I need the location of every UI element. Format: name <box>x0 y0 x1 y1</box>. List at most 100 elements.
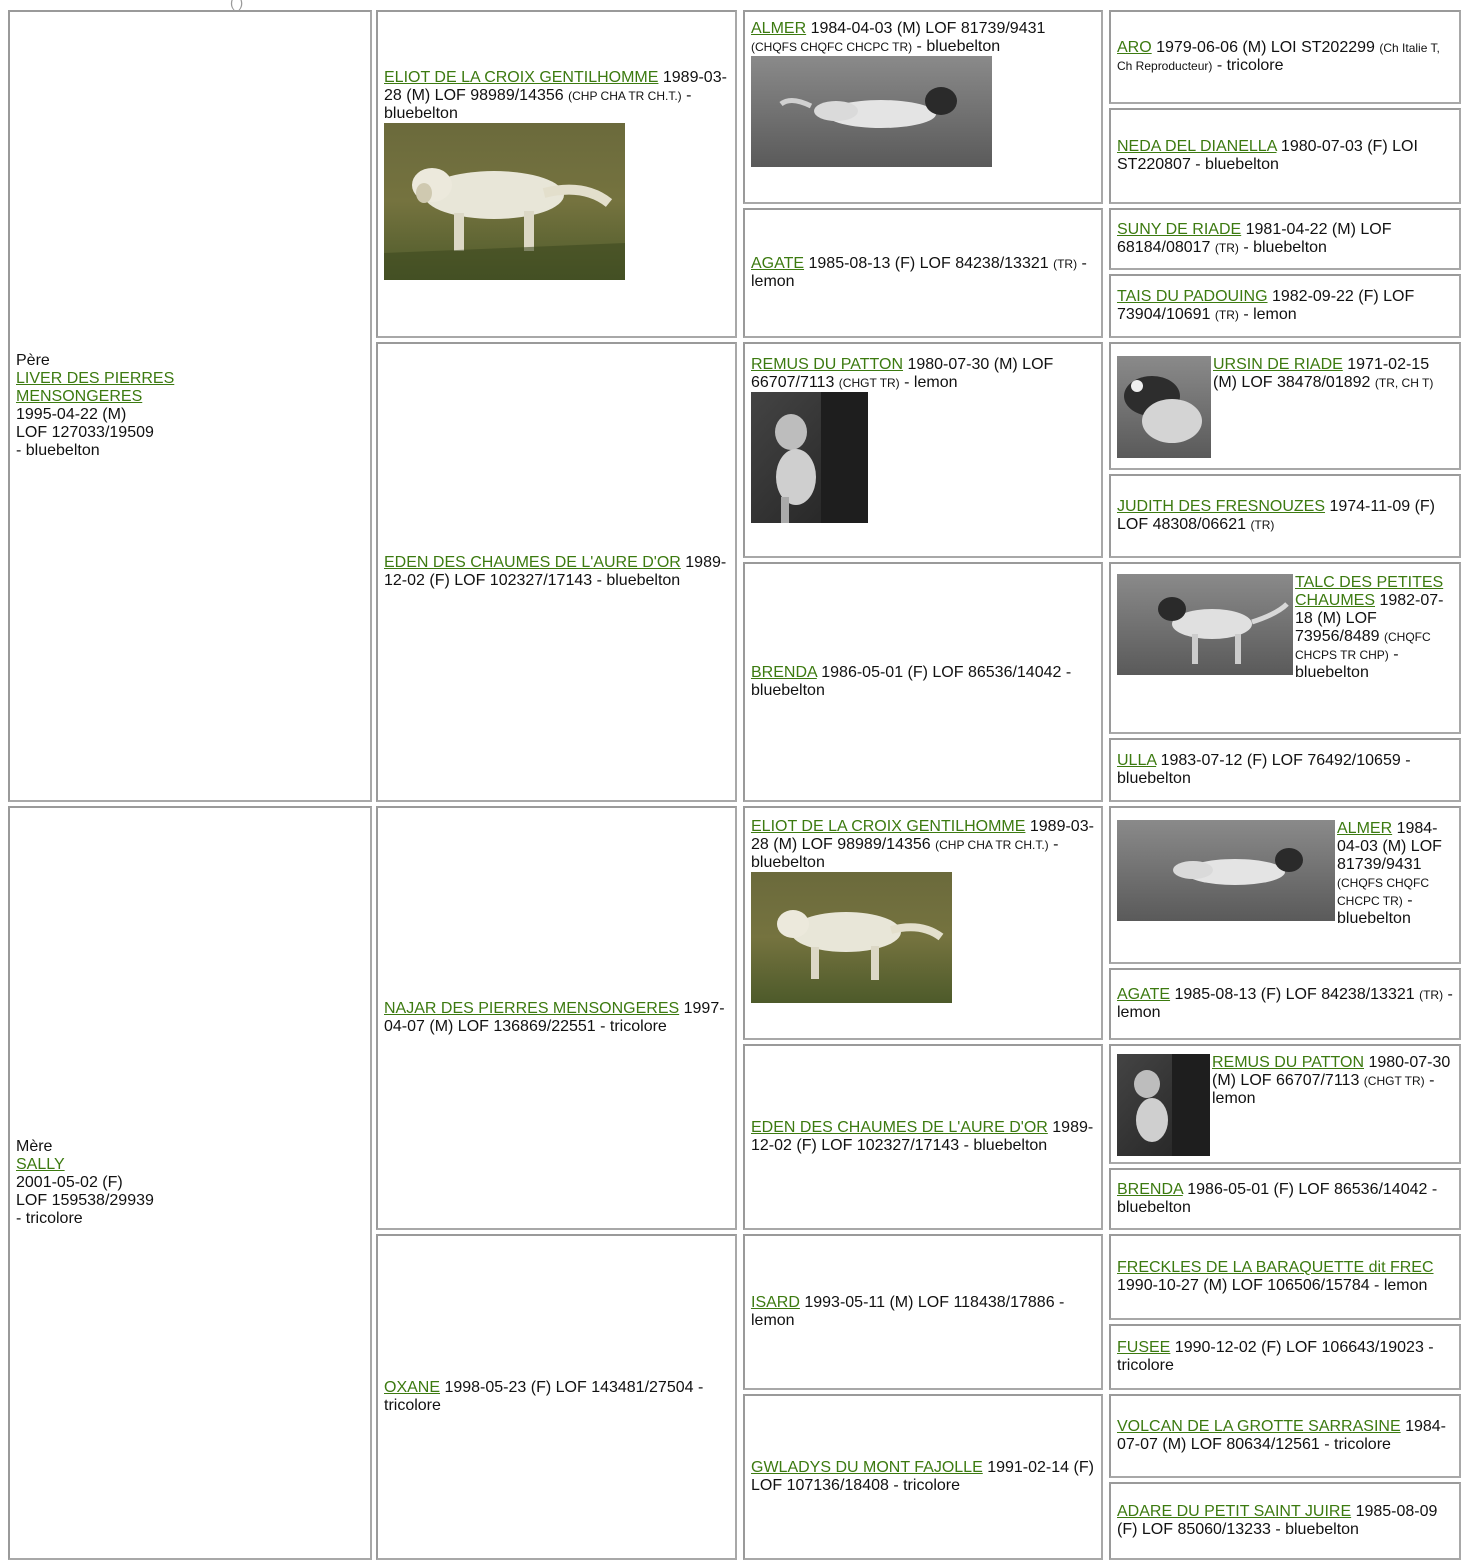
sire-lof: LOF 127033/19509 <box>16 424 154 441</box>
sire-date: 1995-04-22 (M) <box>16 406 127 423</box>
g4-suny-link[interactable]: SUNY DE RIADE <box>1117 221 1242 238</box>
g3-remus-cell: REMUS DU PATTON 1980-07-30 (M) LOF 66707… <box>743 342 1103 558</box>
g2-eliot-link[interactable]: ELIOT DE LA CROIX GENTILHOMME <box>384 68 659 86</box>
g3-eden-text: 1989-12-02 (F) LOF 102327/17143 - bluebe… <box>751 1119 1094 1154</box>
g4-talc-link[interactable]: TALC DES PETITES CHAUMES <box>1295 574 1444 609</box>
g3-agate-text: 1985-08-13 (F) LOF 84238/13321 <box>804 255 1054 272</box>
g3-almer-text: 1984-04-03 (M) LOF 81739/9431 <box>806 20 1046 37</box>
g4-volcan-cell: VOLCAN DE LA GROTTE SARRASINE 1984-07-07… <box>1109 1394 1461 1478</box>
dam-date: 2001-05-02 (F) <box>16 1174 123 1191</box>
g2-oxane-text: 1998-05-23 (F) LOF 143481/27504 - tricol… <box>384 1379 704 1414</box>
g2-eden-text: 1989-12-02 (F) LOF 102327/17143 - bluebe… <box>384 554 727 589</box>
g4-fusee-text: 1990-12-02 (F) LOF 106643/19023 - tricol… <box>1117 1339 1434 1374</box>
dog-photo <box>1117 1054 1210 1156</box>
g4-freckles-text: 1990-10-27 (M) LOF 106506/15784 - lemon <box>1117 1277 1428 1294</box>
g2-eliot-titles: (CHP CHA TR CH.T.) <box>568 88 682 103</box>
g3-eliot-color: - bluebelton <box>751 836 1059 871</box>
dog-photo <box>384 122 625 280</box>
g4-adare-link[interactable]: ADARE DU PETIT SAINT JUIRE <box>1117 1503 1352 1520</box>
g3-brenda-text: 1986-05-01 (F) LOF 86536/14042 - bluebel… <box>751 664 1072 699</box>
g4-adare-text: 1985-08-09 (F) LOF 85060/13233 - bluebel… <box>1117 1503 1438 1538</box>
g4-agate-color: - lemon <box>1117 986 1453 1021</box>
g4-judith-link[interactable]: JUDITH DES FRESNOUZES <box>1117 498 1326 515</box>
g4-volcan-link[interactable]: VOLCAN DE LA GROTTE SARRASINE <box>1117 1418 1401 1435</box>
g3-gwladys-link[interactable]: GWLADYS DU MONT FAJOLLE <box>751 1459 983 1476</box>
g4-neda-link[interactable]: NEDA DEL DIANELLA <box>1117 138 1277 155</box>
g3-almer-color: - bluebelton <box>912 38 1001 55</box>
g3-eden-cell: EDEN DES CHAUMES DE L'AURE D'OR 1989-12-… <box>743 1044 1103 1230</box>
g3-brenda-cell: BRENDA 1986-05-01 (F) LOF 86536/14042 - … <box>743 562 1103 802</box>
g4-adare-cell: ADARE DU PETIT SAINT JUIRE 1985-08-09 (F… <box>1109 1482 1461 1560</box>
g3-isard-link[interactable]: ISARD <box>751 1294 800 1311</box>
g4-freckles-link[interactable]: FRECKLES DE LA BARAQUETTE dit FREC <box>1117 1259 1434 1276</box>
g4-remus-text: 1980-07-30 (M) LOF 66707/7113 <box>1212 1054 1451 1089</box>
g4-talc-cell: TALC DES PETITES CHAUMES 1982-07-18 (M) … <box>1109 562 1461 734</box>
g4-ulla-cell: ULLA 1983-07-12 (F) LOF 76492/10659 - bl… <box>1109 738 1461 802</box>
g4-almer-link[interactable]: ALMER <box>1337 820 1393 837</box>
g4-aro-color: - tricolore <box>1212 57 1284 74</box>
g4-suny-cell: SUNY DE RIADE 1981-04-22 (M) LOF 68184/0… <box>1109 208 1461 270</box>
g4-talc-titles: (CHQFC CHCPS TR CHP) <box>1295 630 1431 662</box>
g4-neda-text: 1980-07-03 (F) LOI ST220807 - bluebelton <box>1117 138 1418 173</box>
g4-ursin-cell: URSIN DE RIADE 1971-02-15 (M) LOF 38478/… <box>1109 342 1461 470</box>
g3-brenda-link[interactable]: BRENDA <box>751 664 817 681</box>
dog-photo <box>751 392 868 523</box>
g4-agate-text: 1985-08-13 (F) LOF 84238/13321 <box>1170 986 1420 1003</box>
g3-remus-color: - lemon <box>899 374 958 391</box>
g4-talc-color: - bluebelton <box>1295 646 1399 681</box>
g4-ulla-link[interactable]: ULLA <box>1117 752 1157 769</box>
g2-najar-text: 1997-04-07 (M) LOF 136869/22551 - tricol… <box>384 1000 725 1035</box>
g4-aro-titles: (Ch Italie T, Ch Reproducteur) <box>1117 41 1440 73</box>
g3-almer-titles: (CHQFS CHQFC CHCPC TR) <box>751 40 913 54</box>
g4-tais-link[interactable]: TAIS DU PADOUING <box>1117 288 1268 305</box>
g3-eliot-titles: (CHP CHA TR CH.T.) <box>935 838 1049 852</box>
sire-link[interactable]: LIVER DES PIERRES MENSONGERES <box>16 370 175 405</box>
g4-neda-cell: NEDA DEL DIANELLA 1980-07-03 (F) LOI ST2… <box>1109 108 1461 204</box>
g4-judith-text: 1974-11-09 (F) LOF 48308/06621 <box>1117 498 1435 533</box>
g3-agate-titles: (TR) <box>1053 257 1078 271</box>
g4-ursin-titles: (TR, CH T) <box>1374 376 1434 390</box>
g2-eden-link[interactable]: EDEN DES CHAUMES DE L'AURE D'OR <box>384 554 681 571</box>
dog-photo <box>1117 356 1211 458</box>
g3-remus-link[interactable]: REMUS DU PATTON <box>751 356 904 373</box>
g4-ursin-link[interactable]: URSIN DE RIADE <box>1213 356 1343 373</box>
g4-almer-text: 1984-04-03 (M) LOF 81739/9431 <box>1337 820 1442 873</box>
g4-brenda-text: 1986-05-01 (F) LOF 86536/14042 - bluebel… <box>1117 1181 1438 1216</box>
g2-najar-link[interactable]: NAJAR DES PIERRES MENSONGERES <box>384 1000 680 1017</box>
g4-aro-link[interactable]: ARO <box>1117 39 1152 56</box>
g4-judith-titles: (TR) <box>1250 518 1275 532</box>
g2-najar-cell: NAJAR DES PIERRES MENSONGERES 1997-04-07… <box>376 806 737 1230</box>
g4-suny-color: - bluebelton <box>1238 239 1327 256</box>
g4-fusee-link[interactable]: FUSEE <box>1117 1339 1171 1356</box>
g2-oxane-link[interactable]: OXANE <box>384 1379 441 1396</box>
g3-almer-cell: ALMER 1984-04-03 (M) LOF 81739/9431 (CHQ… <box>743 10 1103 204</box>
g3-eden-link[interactable]: EDEN DES CHAUMES DE L'AURE D'OR <box>751 1119 1048 1136</box>
g4-brenda-cell: BRENDA 1986-05-01 (F) LOF 86536/14042 - … <box>1109 1168 1461 1230</box>
g4-almer-color: - bluebelton <box>1337 892 1413 927</box>
g3-agate-link[interactable]: AGATE <box>751 255 805 272</box>
g3-agate-cell: AGATE 1985-08-13 (F) LOF 84238/13321 (TR… <box>743 208 1103 338</box>
g3-gwladys-text: 1991-02-14 (F) LOF 107136/18408 - tricol… <box>751 1459 1094 1494</box>
g4-aro-cell: ARO 1979-06-06 (M) LOI ST202299 (Ch Ital… <box>1109 10 1461 104</box>
g4-tais-text: 1982-09-22 (F) LOF 73904/10691 <box>1117 288 1415 323</box>
dog-photo <box>1117 820 1335 921</box>
g4-agate-cell: AGATE 1985-08-13 (F) LOF 84238/13321 (TR… <box>1109 968 1461 1040</box>
g4-tais-cell: TAIS DU PADOUING 1982-09-22 (F) LOF 7390… <box>1109 274 1461 338</box>
g4-agate-link[interactable]: AGATE <box>1117 986 1171 1003</box>
g3-almer-link[interactable]: ALMER <box>751 20 807 37</box>
dog-photo <box>751 872 952 1003</box>
g4-aro-text: 1979-06-06 (M) LOI ST202299 <box>1151 39 1380 56</box>
g4-suny-text: 1981-04-22 (M) LOF 68184/08017 <box>1117 221 1392 256</box>
dam-cell: Mère SALLY 2001-05-02 (F) LOF 159538/299… <box>8 806 372 1560</box>
g2-eliot-color: - bluebelton <box>384 86 692 122</box>
g3-eliot-text: 1989-03-28 (M) LOF 98989/14356 <box>751 818 1094 853</box>
g3-isard-cell: ISARD 1993-05-11 (M) LOF 118438/17886 - … <box>743 1234 1103 1390</box>
g3-eliot-link[interactable]: ELIOT DE LA CROIX GENTILHOMME <box>751 818 1026 835</box>
dog-photo <box>751 56 992 167</box>
g4-brenda-link[interactable]: BRENDA <box>1117 1181 1183 1198</box>
g4-remus-link[interactable]: REMUS DU PATTON <box>1212 1054 1365 1071</box>
g2-eliot-text: 1989-03-28 (M) LOF 98989/14356 <box>384 68 727 104</box>
g4-ulla-text: 1983-07-12 (F) LOF 76492/10659 - bluebel… <box>1117 752 1411 787</box>
top-clipped-text: ( ) <box>230 0 244 10</box>
dam-link[interactable]: SALLY <box>16 1156 65 1173</box>
